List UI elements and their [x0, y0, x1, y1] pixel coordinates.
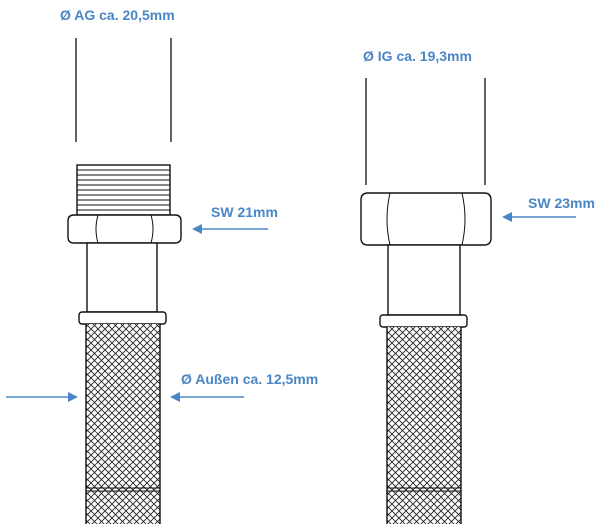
- left-braided-hose: [85, 324, 161, 524]
- hex-nut-sw21: [67, 214, 182, 244]
- left-crimp-collar: [78, 311, 167, 325]
- right-fitting-neck: [387, 244, 461, 316]
- left-fitting-male-thread: [67, 38, 182, 524]
- arrow-sw23: [502, 212, 576, 222]
- arrow-sw21: [192, 224, 268, 234]
- arrow-hose-outer-left: [6, 392, 78, 402]
- left-fitting-neck: [86, 242, 158, 313]
- label-ag-diameter: Ø AG ca. 20,5mm: [60, 7, 175, 23]
- hex-nut-sw23: [360, 192, 492, 246]
- male-thread: [76, 164, 171, 216]
- label-sw-left: SW 21mm: [211, 204, 278, 220]
- arrow-hose-outer-right: [170, 392, 244, 402]
- right-fitting-female-thread: [360, 78, 492, 524]
- right-braided-hose: [386, 327, 462, 524]
- label-hose-outer: Ø Außen ca. 12,5mm: [181, 371, 318, 387]
- label-ig-diameter: Ø IG ca. 19,3mm: [363, 48, 472, 64]
- right-crimp-collar: [379, 314, 468, 328]
- label-sw-right: SW 23mm: [528, 195, 595, 211]
